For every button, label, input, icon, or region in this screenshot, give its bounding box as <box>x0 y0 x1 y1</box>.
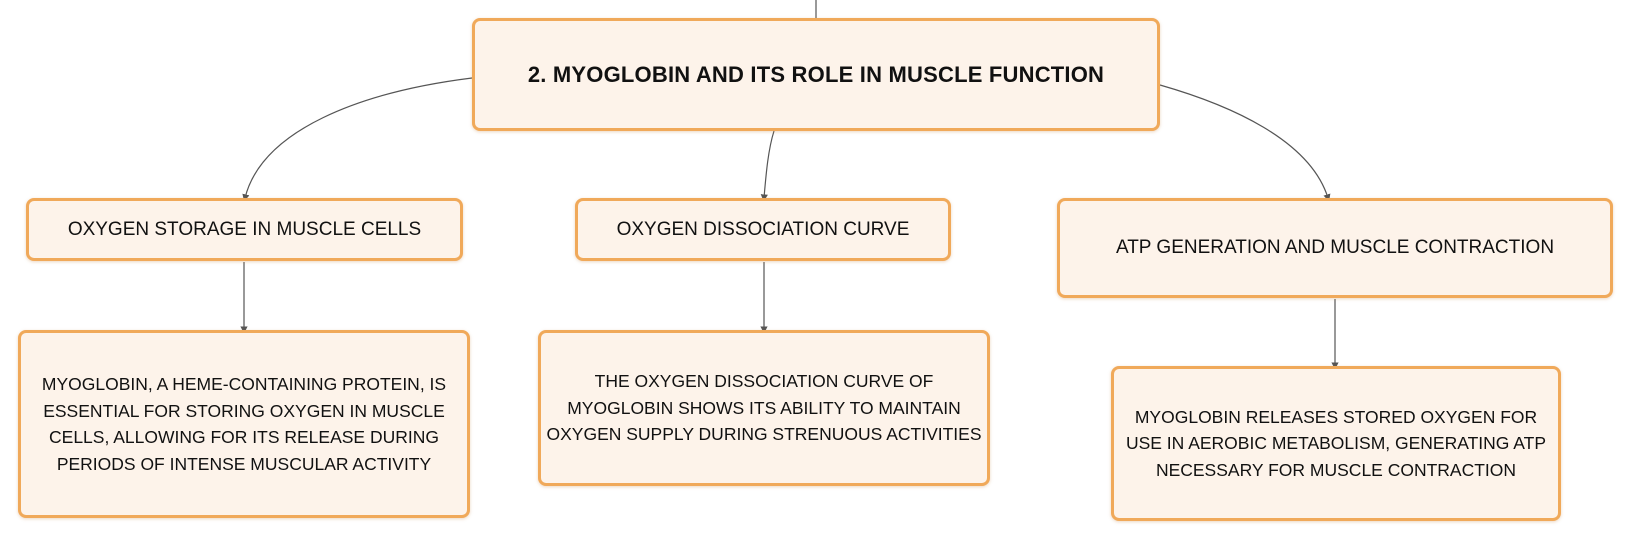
detail-node-atp-generation[interactable]: MYOGLOBIN RELEASES STORED OXYGEN FOR USE… <box>1111 366 1561 521</box>
connector-root-to-branch-1 <box>242 77 473 202</box>
topic-node-label: ATP GENERATION AND MUSCLE CONTRACTION <box>1115 237 1555 258</box>
topic-node-dissociation-curve[interactable]: OXYGEN DISSOCIATION CURVE <box>575 198 951 261</box>
topic-node-atp-generation[interactable]: ATP GENERATION AND MUSCLE CONTRACTION <box>1057 198 1613 298</box>
root-node[interactable]: 2. MYOGLOBIN AND ITS ROLE IN MUSCLE FUNC… <box>472 18 1160 131</box>
root-node-label: 2. MYOGLOBIN AND ITS ROLE IN MUSCLE FUNC… <box>527 61 1105 87</box>
detail-node-text: MYOGLOBIN RELEASES STORED OXYGEN FOR USE… <box>1125 406 1547 480</box>
detail-node-text: THE OXYGEN DISSOCIATION CURVE OF MYOGLOB… <box>546 371 982 445</box>
detail-node-dissociation-curve[interactable]: THE OXYGEN DISSOCIATION CURVE OF MYOGLOB… <box>538 330 990 486</box>
detail-node-oxygen-storage[interactable]: MYOGLOBIN, A HEME-CONTAINING PROTEIN, IS… <box>18 330 470 518</box>
detail-node-text: MYOGLOBIN, A HEME-CONTAINING PROTEIN, IS… <box>41 374 447 474</box>
topic-node-label: OXYGEN DISSOCIATION CURVE <box>616 218 910 240</box>
topic-node-oxygen-storage[interactable]: OXYGEN STORAGE IN MUSCLE CELLS <box>26 198 463 261</box>
connector-root-to-branch-3 <box>1159 84 1331 202</box>
topic-node-label: OXYGEN STORAGE IN MUSCLE CELLS <box>67 218 422 240</box>
connector-root-to-branch-2 <box>760 130 775 202</box>
